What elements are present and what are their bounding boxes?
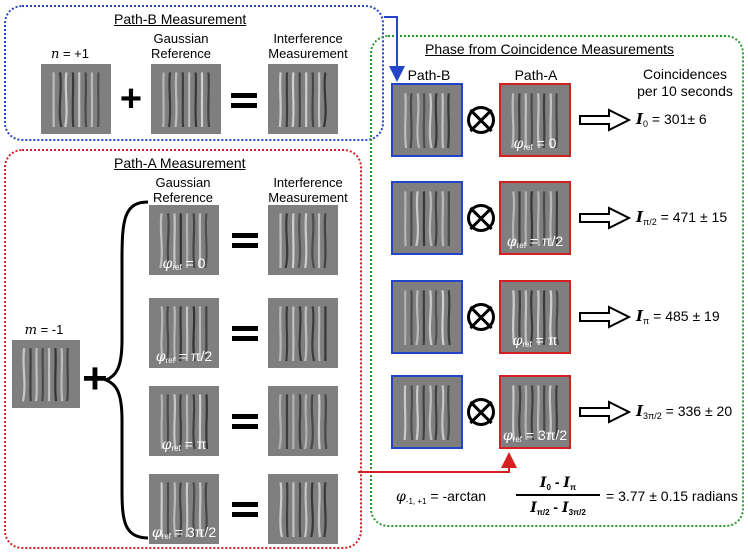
phi-ref-label: φref = π: [512, 332, 558, 349]
fringe-pattern: [278, 72, 327, 128]
fringe-pattern: [52, 72, 100, 128]
coincidence-result: I3π/2 = 336 ± 20: [636, 402, 733, 421]
phase-path-b-image: [391, 83, 463, 157]
fringe-pattern: [278, 394, 328, 450]
path-a-plus-sign: +: [82, 354, 108, 403]
phi-ref-label: φref = π/2: [506, 233, 564, 250]
fringe-pattern: [160, 482, 208, 538]
path-b-n-label: n = +1: [50, 46, 89, 62]
fringe-pattern: [404, 191, 450, 247]
phase-path-a-image: φref = π: [499, 280, 571, 354]
fringe-pattern: [279, 213, 327, 269]
detection-arrow: [579, 400, 631, 424]
phase-region: [370, 35, 744, 527]
fringe-pattern: [279, 482, 327, 538]
path-a-m-label: m = -1: [24, 322, 64, 338]
phase-path-a-image: φref = 0: [499, 83, 571, 157]
detection-arrow: [579, 206, 631, 230]
path-a-brace: [104, 200, 149, 540]
path-a-interference-image: [268, 298, 338, 368]
coincidence-result: Iπ/2 = 471 ± 15: [636, 208, 728, 227]
phase-path-a-image: φref = 3π/2: [499, 375, 571, 449]
path-a-mode-image: [12, 340, 80, 408]
phi-ref-label: φref = π: [161, 436, 207, 453]
path-b-gaussian-image: [151, 64, 221, 134]
fringe-pattern: [512, 290, 560, 346]
fringe-pattern: [403, 385, 451, 441]
path-b-interference-image: [268, 64, 338, 134]
path-b-title: Path-B Measurement: [114, 11, 247, 27]
phase-path-a-image: φref = π/2: [499, 181, 571, 255]
fringe-pattern: [278, 306, 327, 362]
path-a-gaussian-image: φref = 0: [149, 205, 219, 275]
phi-ref-label: φref = 3π/2: [502, 427, 568, 444]
phase-formula: φ-1, +1 = -arctan I0 - Iπ Iπ/2 - I3π/2 =…: [396, 474, 738, 517]
path-a-title: Path-A Measurement: [114, 155, 246, 171]
tensor-product-symbol: [467, 398, 495, 426]
tensor-product-symbol: [467, 204, 495, 232]
phase-path-b-image: [391, 375, 463, 449]
path-b-region: [4, 5, 384, 141]
phi-ref-label: φref = 0: [162, 255, 206, 272]
fringe-pattern: [162, 72, 211, 128]
fringe-pattern: [160, 306, 208, 362]
phase-path-b-label: Path-B: [407, 67, 451, 83]
fringe-pattern: [160, 394, 209, 450]
path-a-interference-image: [268, 386, 338, 456]
path-b-plus-sign: +: [119, 78, 143, 120]
path-a-region: [4, 149, 362, 549]
coincidence-result: I0 = 301± 6: [636, 110, 707, 129]
phi-ref-label: φref = π/2: [155, 348, 213, 365]
path-a-interference-image: [268, 205, 338, 275]
phase-title: Phase from Coincidence Measurements: [425, 41, 675, 57]
path-a-gaussian-image: φref = π: [149, 386, 219, 456]
coincidence-result: Iπ = 485 ± 19: [636, 307, 720, 326]
fringe-pattern: [159, 213, 208, 269]
fringe-pattern: [512, 385, 558, 441]
fringe-pattern: [511, 191, 559, 247]
phi-ref-label: φref = 0: [513, 135, 557, 152]
path-a-gaussian-image: φref = π/2: [149, 298, 219, 368]
detection-arrow: [579, 305, 631, 329]
phase-path-a-label: Path-A: [514, 67, 558, 83]
detection-arrow: [579, 108, 631, 132]
path-a-interference-image: [268, 474, 338, 544]
fringe-pattern: [404, 290, 451, 346]
path-b-mode-image: [41, 64, 111, 134]
phase-path-b-image: [391, 280, 463, 354]
tensor-product-symbol: [467, 303, 495, 331]
path-a-gaussian-image: φref = 3π/2: [149, 474, 219, 544]
fringe-pattern: [21, 347, 69, 402]
fringe-pattern: [404, 93, 450, 149]
phase-path-b-image: [391, 181, 463, 255]
tensor-product-symbol: [467, 106, 495, 134]
phi-ref-label: φref = 3π/2: [151, 524, 217, 541]
fringe-pattern: [511, 93, 558, 149]
